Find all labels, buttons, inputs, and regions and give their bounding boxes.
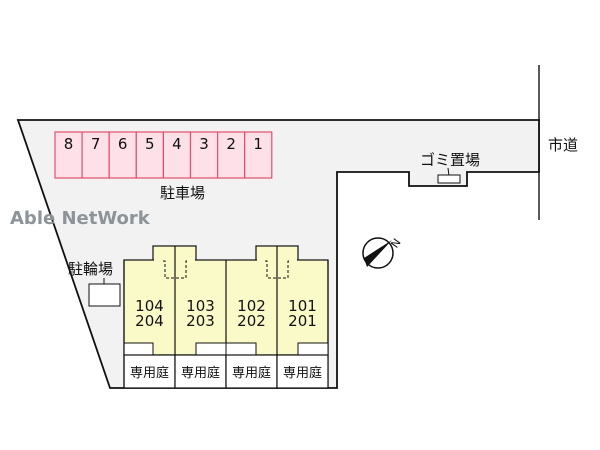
stair-outline xyxy=(265,260,291,279)
unit-number-lower: 101 xyxy=(288,297,317,315)
bicycle-parking-box xyxy=(88,283,121,307)
stair-outline xyxy=(163,260,189,279)
unit-number-upper: 201 xyxy=(288,312,317,330)
parking-space-number: 3 xyxy=(199,135,209,153)
unit-number-lower: 104 xyxy=(135,297,164,315)
private-garden xyxy=(225,354,278,389)
private-garden-label: 専用庭 xyxy=(232,365,271,381)
parking-space xyxy=(135,131,165,179)
private-garden-label: 専用庭 xyxy=(130,365,169,381)
parking-space xyxy=(81,131,110,179)
unit-step xyxy=(123,342,154,356)
unit-number-upper: 202 xyxy=(237,312,266,330)
parking-space-number: 6 xyxy=(118,135,128,153)
parking-space xyxy=(244,131,273,179)
parking-space-number: 8 xyxy=(64,135,74,153)
garbage-label: ゴミ置場 xyxy=(420,151,480,169)
road-label: 市道 xyxy=(548,136,578,154)
unit-number-upper: 203 xyxy=(186,312,215,330)
private-garden xyxy=(174,354,227,389)
parking-space-number: 5 xyxy=(145,135,155,153)
parking-space xyxy=(189,131,219,179)
garbage-box xyxy=(437,174,461,184)
parking-space-number: 4 xyxy=(172,135,182,153)
private-garden-label: 専用庭 xyxy=(181,365,220,381)
compass-icon: N xyxy=(362,236,404,269)
parking-space xyxy=(54,131,83,179)
unit-step xyxy=(195,342,227,356)
private-garden xyxy=(276,354,329,389)
bicycle-parking-label: 駐輪場 xyxy=(68,260,113,278)
unit-step xyxy=(225,342,257,356)
parking-space xyxy=(108,131,137,179)
parking-space-number: 7 xyxy=(91,135,101,153)
parking-space-number: 2 xyxy=(226,135,236,153)
unit-number-lower: 102 xyxy=(237,297,266,315)
private-garden xyxy=(123,354,176,389)
parking-label: 駐車場 xyxy=(160,184,205,202)
parking-space xyxy=(162,131,192,179)
unit-number-upper: 204 xyxy=(135,312,164,330)
unit-step xyxy=(297,342,329,356)
parking-space-number: 1 xyxy=(253,135,263,153)
watermark: Able NetWork xyxy=(10,208,151,229)
unit-number-lower: 103 xyxy=(186,297,215,315)
private-garden-label: 専用庭 xyxy=(283,365,322,381)
